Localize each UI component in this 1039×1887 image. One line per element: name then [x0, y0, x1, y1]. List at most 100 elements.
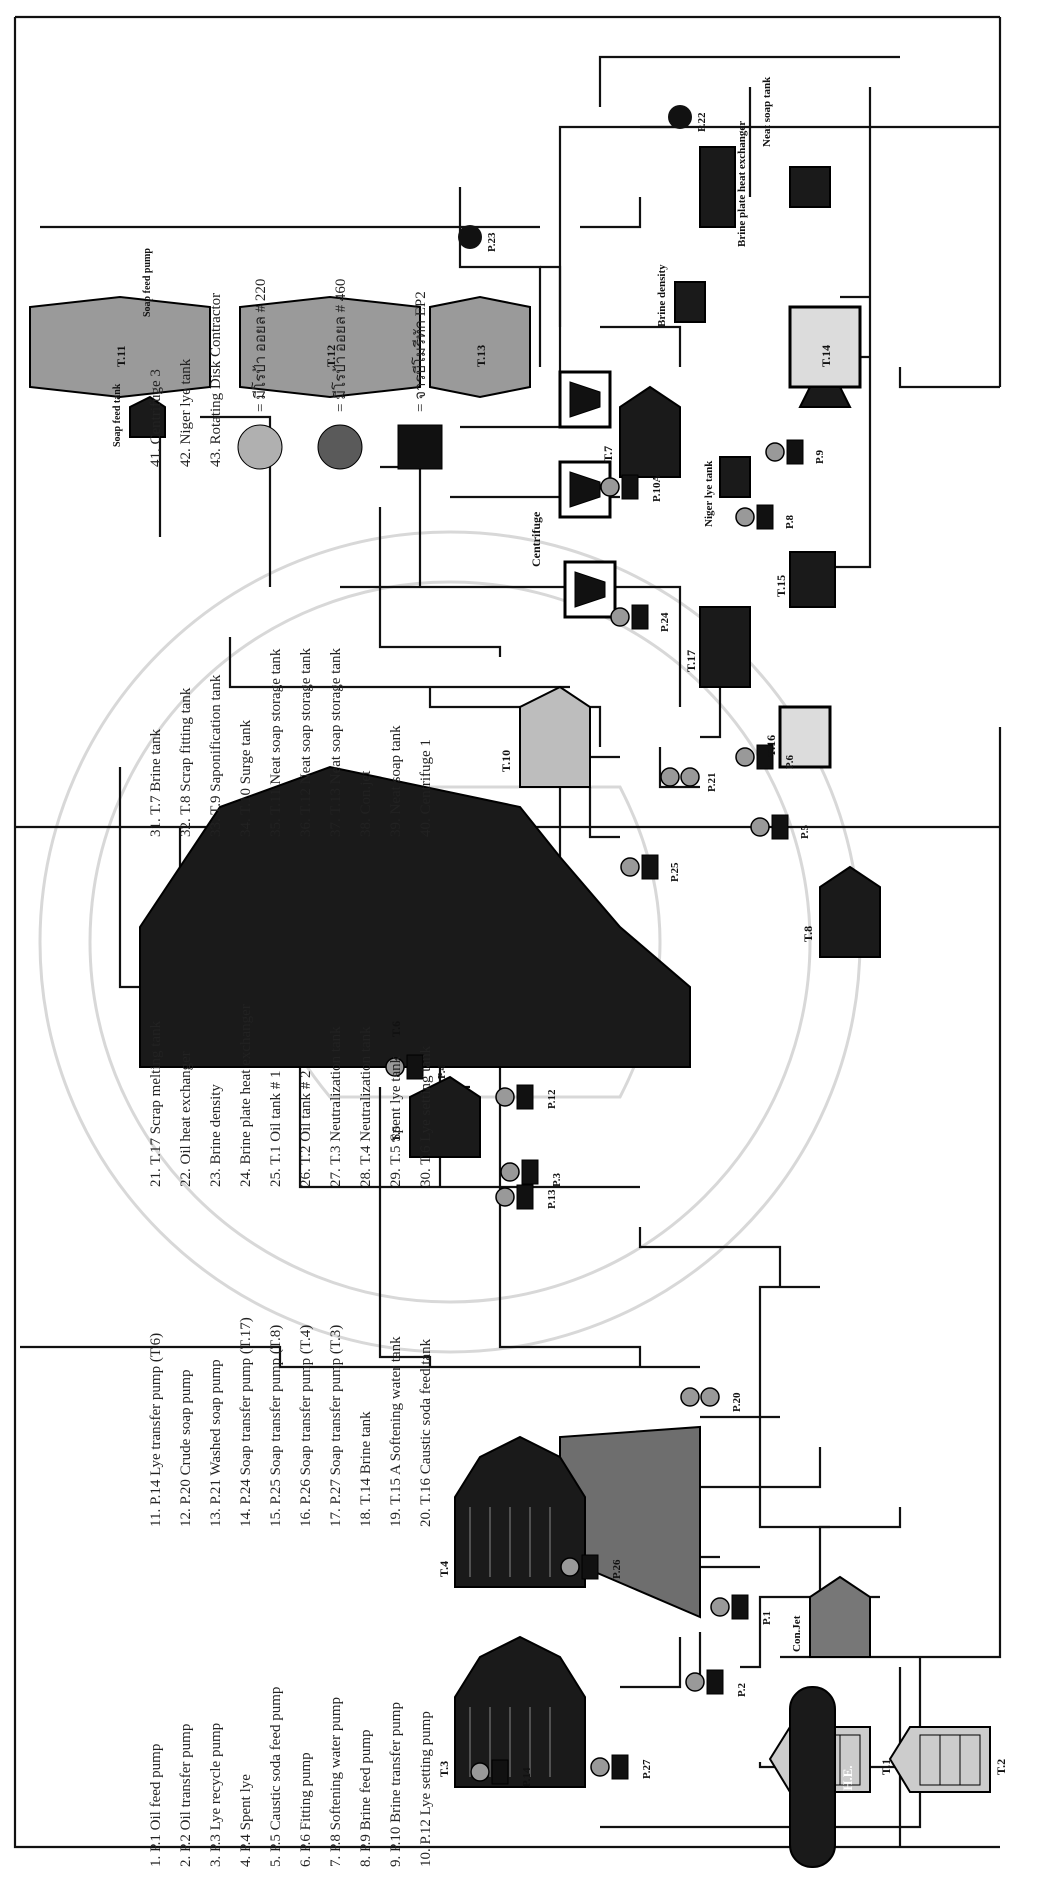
label-t14: T.14	[819, 345, 833, 367]
label-t17: T.17	[684, 650, 698, 672]
legend-symbol-swatch	[238, 425, 282, 469]
pump-p3	[501, 1160, 538, 1184]
label-p9: P.9	[814, 450, 826, 464]
pump-p9	[766, 440, 803, 464]
label-p12: P.12	[546, 1089, 558, 1109]
legend-item: 8. P.9 Brine feed pump	[358, 1730, 374, 1867]
pump-p13	[496, 1185, 533, 1209]
brine-plate-heat-exchanger	[700, 147, 735, 227]
legend-item: 23. Brine density	[208, 1084, 224, 1187]
label-oil-he: OIL H.E.	[840, 1765, 855, 1817]
legend-item: 36. T.12 Neat soap storage tank	[298, 648, 314, 837]
pump-p8	[736, 505, 773, 529]
label-t4: T.4	[437, 1561, 451, 1577]
label-p2: P.2	[736, 1683, 748, 1697]
legend-item: 38. Con.jet	[358, 770, 374, 837]
centrifuge-3	[560, 372, 610, 427]
legend-item: 31. T.7 Brine tank	[148, 728, 164, 837]
legend-col-2: 11. P.14 Lye transfer pump (T.6) 12. P.2…	[148, 1317, 434, 1527]
legend-item: 13. P.21 Washed soap pump	[208, 1359, 224, 1527]
label-brine-density: Brine density	[656, 264, 668, 327]
pump-p12	[496, 1085, 533, 1109]
label-soap-feed-pump: Soap feed pump	[142, 248, 153, 317]
legend-item: 28. T.4 Neutralization tank	[358, 1026, 374, 1187]
niger-lye-tank	[720, 457, 750, 497]
label-p13: P.13	[546, 1189, 558, 1209]
legend-symbol-swatch	[398, 425, 442, 469]
legend-item: 32. T.8 Scrap fitting tank	[178, 687, 194, 837]
label-t16: T.16	[764, 735, 778, 757]
legend-item: 6. P.6 Fitting pump	[298, 1752, 314, 1867]
tank-t8	[820, 867, 880, 957]
label-p26: P.26	[611, 1559, 623, 1579]
legend-item: 20. T.16 Caustic soda feed tank	[418, 1338, 434, 1527]
centrifuge-1	[565, 562, 615, 617]
neat-soap-tank	[790, 167, 830, 207]
label-t1: T.1	[879, 1759, 893, 1775]
legend-item: 7. P.8 Softening water pump	[328, 1697, 344, 1867]
label-t11: T.11	[114, 346, 128, 367]
label-t7: T.7	[601, 446, 615, 462]
legend-item: 24. Brine plate heat exchanger	[238, 1004, 254, 1187]
tank-t15	[790, 552, 835, 607]
pump-p27	[591, 1755, 628, 1779]
label-p8: P.8	[784, 515, 796, 529]
label-neat-soap-tank: Neat soap tank	[761, 76, 773, 147]
legend-item: 37. T.13 Neat soap storage tank	[328, 648, 344, 837]
label-p14: P.14	[521, 1767, 533, 1787]
legend-item: 4. P.4 Spent lye	[238, 1774, 254, 1867]
pump-p5	[751, 815, 788, 839]
label-brine-plate-he: Brine plate heat exchanger	[736, 121, 748, 247]
label-t2: T.2	[994, 1759, 1008, 1775]
legend-item: 17. P.27 Soap transfer pump (T.3)	[328, 1325, 344, 1527]
legend-item: 11. P.14 Lye transfer pump (T.6)	[148, 1333, 164, 1527]
legend-col-1: 1. P.1 Oil feed pump 2. P.2 Oil transfer…	[148, 1687, 434, 1867]
legend-item: 29. T.5 Spent lye tank	[388, 1055, 404, 1187]
label-niger-lye-tank: Niger lye tank	[703, 460, 715, 527]
pump-p21	[661, 768, 699, 786]
label-p1: P.1	[761, 1611, 773, 1625]
legend-item: 22. Oil heat exchanger	[178, 1051, 194, 1187]
legend-item: 27. T.3 Neutralization tank	[328, 1026, 344, 1187]
legend-item: 2. P.2 Oil transfer pump	[178, 1724, 194, 1867]
legend-item: 41. Centrifuge 3	[148, 369, 164, 467]
legend-item: 19. T.15 A Softening water tank	[388, 1336, 404, 1527]
label-p21: P.21	[706, 773, 718, 792]
label-p6: P.6	[784, 755, 796, 769]
legend-item: 35. T.11 Neat soap storage tank	[268, 648, 284, 837]
pump-p1	[711, 1595, 748, 1619]
legend-item: 10. P.12 Lye setting pump	[418, 1711, 434, 1867]
label-conjet: Con.Jet	[791, 1615, 803, 1652]
label-p27: P.27	[641, 1759, 653, 1779]
pump-p23	[458, 225, 482, 249]
label-t13: T.13	[474, 345, 488, 367]
legend-item: 18. T.14 Brine tank	[358, 1411, 374, 1527]
label-t10: T.10	[499, 750, 513, 772]
legend-item: 33. T.9 Saponification tank	[208, 674, 224, 837]
legend-item: 21. T.17 Scrap melting tank	[148, 1020, 164, 1187]
label-centrifuge: Centrifuge	[529, 511, 543, 567]
pump-p2	[686, 1670, 723, 1694]
label-p5: P.5	[799, 825, 811, 839]
legend-item: 15. P.25 Soap transfer pump (T.8)	[268, 1325, 284, 1527]
tank-t2	[890, 1727, 990, 1792]
legend-item: 12. P.20 Crude soap pump	[178, 1370, 194, 1528]
label-p23: P.23	[486, 232, 498, 252]
tank-t10	[520, 687, 590, 787]
label-t6: T.6	[389, 1021, 403, 1037]
pump-p20	[681, 1388, 719, 1406]
pump-p24	[611, 605, 648, 629]
pump-p25	[621, 855, 658, 879]
legend-item: 34. T.10 Surge tank	[238, 719, 254, 837]
legend-item: 9. P.10 Brine transfer pump	[388, 1702, 404, 1867]
label-soap-feed-tank: Soap feed tank	[112, 383, 123, 447]
legend-item: 42. Niger lye tank	[178, 358, 194, 467]
legend-symbol-label: = มีโรป้า ออยล # 460	[331, 279, 349, 412]
legend-item: 5. P.5 Caustic soda feed pump	[268, 1687, 284, 1867]
tank-t17	[700, 607, 750, 687]
label-p25: P.25	[669, 862, 681, 882]
tank-t7	[620, 387, 680, 477]
label-p24: P.24	[659, 612, 671, 632]
legend: 1. P.1 Oil feed pump 2. P.2 Oil transfer…	[148, 279, 442, 1867]
